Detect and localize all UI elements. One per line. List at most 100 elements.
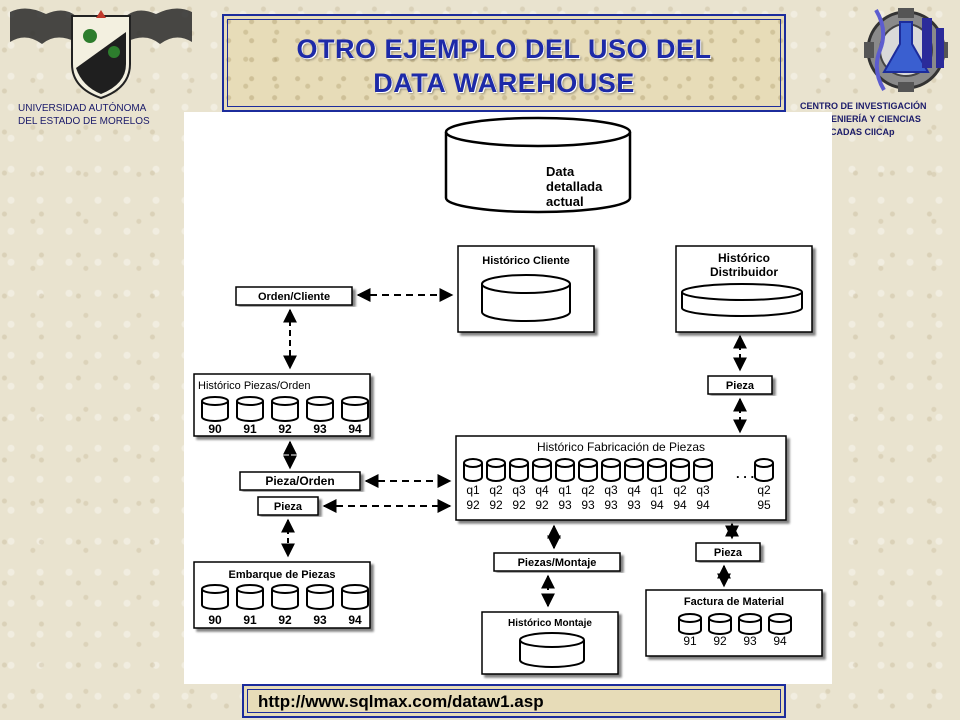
hist-cliente-label: Histórico Cliente: [482, 255, 569, 267]
embarque-cylinder-top: [271, 584, 299, 594]
piezas-orden-cylinder: [306, 401, 334, 422]
hist-fabricacion-box: Histórico Fabricación de Piezas . . . q1…: [455, 435, 787, 521]
embarque-cylinder-top: [201, 584, 229, 594]
embarque-year: 94: [348, 613, 362, 627]
fabricacion-cylinder-top: [509, 458, 529, 468]
hist-fab-label: Histórico Fabricación de Piezas: [537, 440, 705, 454]
piezas-montaje-label: Piezas/Montaje: [518, 557, 597, 569]
factura-cylinder-top: [768, 613, 792, 623]
fab-year: 92: [489, 498, 503, 512]
pieza-left-box: Pieza: [257, 496, 319, 516]
factura-cylinder-top: [738, 613, 762, 623]
fab-year: 94: [650, 498, 664, 512]
piezas-orden-year: 94: [348, 422, 362, 436]
fab-year: 93: [604, 498, 618, 512]
fabricacion-cylinder-top: [486, 458, 506, 468]
fabricacion-cylinder-top: [555, 458, 575, 468]
piezas-orden-cylinder: [201, 401, 229, 422]
title-box: OTRO EJEMPLO DEL USO DEL DATA WAREHOUSE: [222, 14, 786, 112]
fabricacion-cylinder-top: [754, 458, 774, 468]
main-database-cylinder: Data detallada actual: [444, 116, 632, 214]
piezas-orden-cylinder: [236, 401, 264, 422]
fab-quarter: q3: [512, 483, 526, 497]
fab-year: 95: [757, 498, 771, 512]
fab-quarter: q2: [581, 483, 595, 497]
fab-quarter: q3: [604, 483, 618, 497]
embarque-cylinder: [341, 589, 369, 610]
uaem-logo: [6, 2, 196, 107]
fabricacion-cylinder-top: [647, 458, 667, 468]
embarque-label: Embarque de Piezas: [229, 569, 336, 581]
factura-cylinder-top: [708, 613, 732, 623]
hist-dist-label-2: Distribuidor: [710, 265, 778, 279]
fab-quarter: q2: [757, 483, 771, 497]
fabricacion-cylinder-top: [532, 458, 552, 468]
factura-cylinders: 91 92 93 94: [678, 613, 792, 648]
hist-montaje-label: Histórico Montaje: [508, 618, 592, 629]
fab-quarter: q1: [558, 483, 572, 497]
fab-year: 92: [466, 498, 480, 512]
fab-quarter: q2: [489, 483, 503, 497]
piezas-orden-year: 92: [278, 422, 292, 436]
main-db-label-1: Data: [546, 164, 575, 179]
fab-quarter: q3: [696, 483, 710, 497]
pieza-lower-right-box: Pieza: [695, 542, 761, 562]
orden-cliente-label: Orden/Cliente: [258, 291, 330, 303]
main-db-label-3: actual: [546, 194, 584, 209]
pieza-right-box: Pieza: [707, 375, 773, 395]
fab-year: 94: [696, 498, 710, 512]
piezas-orden-cylinder: [271, 401, 299, 422]
piezas-orden-cylinder-top: [271, 396, 299, 406]
ciicap-logo: [836, 0, 960, 105]
fab-quarter: q1: [650, 483, 664, 497]
fab-quarter: q4: [627, 483, 641, 497]
hist-dist-label-1: Histórico: [718, 251, 770, 265]
piezas-orden-year: 91: [243, 422, 257, 436]
fab-ellipsis: . . .: [736, 466, 754, 481]
factura-label: Factura de Material: [684, 596, 784, 608]
piezas-montaje-box: Piezas/Montaje: [493, 552, 621, 572]
factura-year: 94: [773, 634, 787, 648]
fab-year: 93: [558, 498, 572, 512]
fabricacion-cylinder-top: [693, 458, 713, 468]
hist-cliente-box: Histórico Cliente: [457, 245, 595, 333]
fab-year: 93: [627, 498, 641, 512]
embarque-year: 90: [208, 613, 222, 627]
embarque-cylinder-top: [306, 584, 334, 594]
data-warehouse-diagram: Data detallada actual Histórico Cliente …: [184, 112, 832, 684]
university-name: UNIVERSIDAD AUTÓNOMA DEL ESTADO DE MOREL…: [18, 103, 150, 127]
source-url[interactable]: http://www.sqlmax.com/dataw1.asp: [258, 692, 544, 711]
embarque-cylinder: [236, 589, 264, 610]
fabricacion-cylinder-top: [601, 458, 621, 468]
piezas-orden-cylinder-top: [341, 396, 369, 406]
fab-quarter: q1: [466, 483, 480, 497]
factura-year: 93: [743, 634, 757, 648]
embarque-cylinder: [306, 589, 334, 610]
embarque-cylinder: [201, 589, 229, 610]
embarque-cylinder-top: [236, 584, 264, 594]
pieza-orden-label: Pieza/Orden: [265, 474, 334, 488]
fabricacion-cylinders: [463, 458, 774, 482]
url-box: http://www.sqlmax.com/dataw1.asp: [242, 684, 786, 718]
fab-year: 92: [512, 498, 526, 512]
pieza-left-label: Pieza: [274, 501, 303, 513]
hist-piezas-orden-label: Histórico Piezas/Orden: [198, 380, 311, 392]
embarque-year: 91: [243, 613, 257, 627]
main-db-label-2: detallada: [546, 179, 603, 194]
centro-name: CENTRO DE INVESTIGACIÓN GENIERÍA Y CIENC…: [800, 101, 927, 137]
orden-cliente-box: Orden/Cliente: [235, 286, 353, 306]
embarque-year: 92: [278, 613, 292, 627]
factura-year: 92: [713, 634, 727, 648]
hist-distribuidor-box: Histórico Distribuidor: [675, 245, 813, 333]
piezas-orden-cylinder-top: [236, 396, 264, 406]
page-title-line2: DATA WAREHOUSE: [373, 68, 635, 98]
fab-year: 93: [581, 498, 595, 512]
pieza-lower-right-label: Pieza: [714, 547, 743, 559]
fabricacion-cylinder-top: [463, 458, 483, 468]
factura-year: 91: [683, 634, 697, 648]
embarque-cylinder-top: [341, 584, 369, 594]
fabricacion-cylinder-top: [578, 458, 598, 468]
